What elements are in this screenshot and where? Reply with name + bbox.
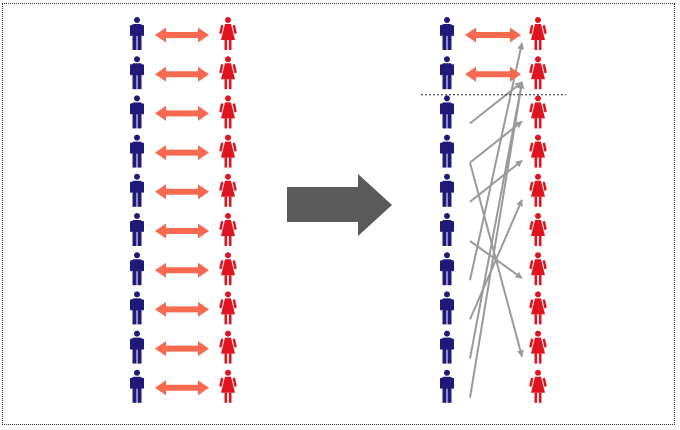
right-panel <box>421 17 566 403</box>
male-figure-icon <box>440 173 454 207</box>
male-figure-icon <box>130 17 144 50</box>
female-figure-icon <box>529 173 547 207</box>
female-figure-icon <box>529 252 547 286</box>
pair-arrow <box>155 341 209 357</box>
male-figure-icon <box>130 252 144 286</box>
female-figure-icon <box>219 134 237 168</box>
female-figure-icon <box>219 56 237 90</box>
male-figure-icon <box>440 252 454 286</box>
pair-arrow <box>155 223 209 239</box>
crossing-link-arrow <box>469 42 525 281</box>
female-figure-icon <box>219 95 237 129</box>
crossing-link-arrow <box>469 81 523 125</box>
crossing-link-arrow <box>469 81 525 359</box>
pair-arrow <box>155 380 209 396</box>
female-figure-icon <box>219 213 237 246</box>
male-figure-icon <box>130 213 144 246</box>
female-figure-icon <box>529 95 547 129</box>
female-figure-icon <box>219 291 237 325</box>
male-figure-icon <box>130 369 144 403</box>
male-figure-icon <box>440 291 454 325</box>
female-figure-icon <box>219 252 237 286</box>
female-figure-icon <box>219 330 237 364</box>
female-figure-icon <box>219 369 237 403</box>
female-figure-icon <box>219 173 237 207</box>
pair-arrow <box>155 184 209 200</box>
pair-arrow <box>465 27 521 43</box>
male-figure-icon <box>440 17 454 50</box>
pair-arrow <box>155 262 209 278</box>
pair-arrow <box>155 105 209 121</box>
pair-arrow <box>155 145 209 161</box>
male-figure-icon <box>440 134 454 168</box>
left-panel <box>130 17 237 403</box>
female-figure-icon <box>529 291 547 325</box>
male-figure-icon <box>130 330 144 364</box>
male-figure-icon <box>130 56 144 90</box>
female-figure-icon <box>529 17 547 50</box>
male-figure-icon <box>440 213 454 246</box>
male-figure-icon <box>130 134 144 168</box>
crossing-link-arrow <box>469 162 524 358</box>
pair-arrow <box>155 301 209 317</box>
crossing-link-arrow <box>469 159 523 203</box>
male-figure-icon <box>130 95 144 129</box>
female-figure-icon <box>529 369 547 403</box>
female-figure-icon <box>529 330 547 364</box>
transition-arrow <box>287 174 392 236</box>
male-figure-icon <box>440 330 454 364</box>
male-figure-icon <box>130 173 144 207</box>
male-figure-icon <box>130 291 144 325</box>
diagram-frame <box>2 3 675 425</box>
female-figure-icon <box>529 213 547 246</box>
male-figure-icon <box>440 95 454 129</box>
pair-arrow <box>155 66 209 82</box>
pair-arrow <box>155 27 209 43</box>
male-figure-icon <box>440 369 454 403</box>
female-figure-icon <box>529 56 547 90</box>
female-figure-icon <box>529 134 547 168</box>
pair-arrow <box>465 66 521 82</box>
male-figure-icon <box>440 56 454 90</box>
crossing-link-arrow <box>469 81 525 398</box>
female-figure-icon <box>219 17 237 50</box>
